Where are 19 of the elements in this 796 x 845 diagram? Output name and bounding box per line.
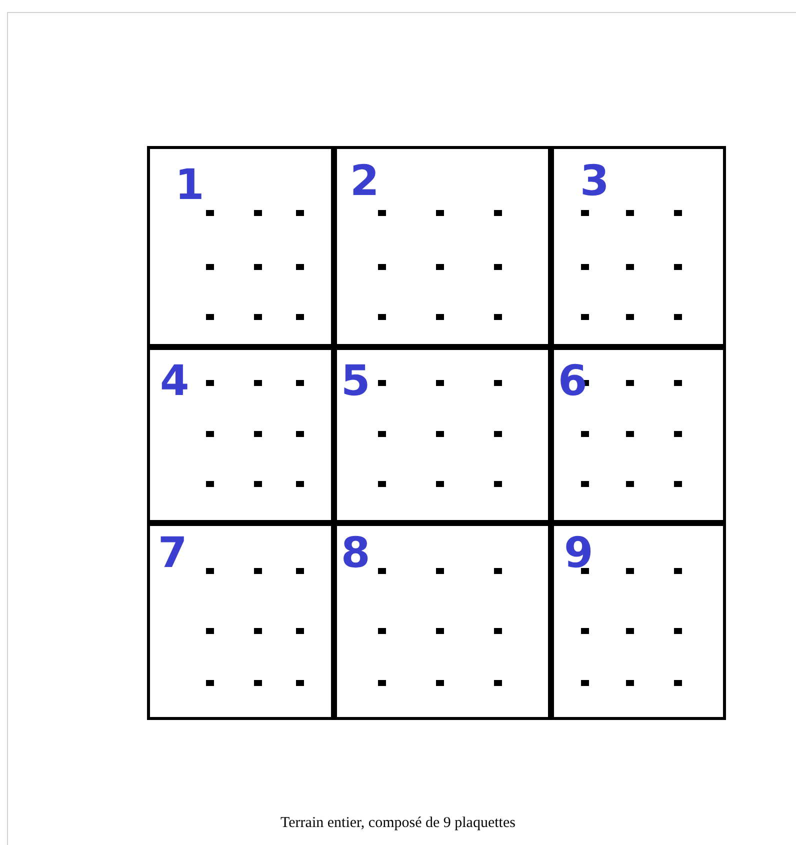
plate-number: 7 — [158, 532, 188, 574]
caption: Terrain entier, composé de 9 plaquettes — [280, 815, 516, 832]
plate-square — [147, 523, 334, 720]
plate-square — [334, 523, 551, 720]
plate-number: 2 — [350, 160, 380, 202]
plate-number: 8 — [341, 532, 370, 574]
plate-number: 9 — [564, 532, 594, 574]
plate-number: 4 — [160, 360, 190, 402]
plate-number: 6 — [558, 360, 588, 402]
plate-square — [334, 146, 551, 347]
plate-square — [147, 347, 334, 523]
plate-square — [334, 347, 551, 523]
plate-square — [551, 347, 726, 523]
plate-square — [147, 146, 334, 347]
plate-square — [551, 523, 726, 720]
plate-square — [551, 146, 726, 347]
plate-number: 1 — [175, 164, 204, 206]
plate-number: 3 — [580, 160, 610, 202]
plate-number: 5 — [341, 360, 370, 402]
